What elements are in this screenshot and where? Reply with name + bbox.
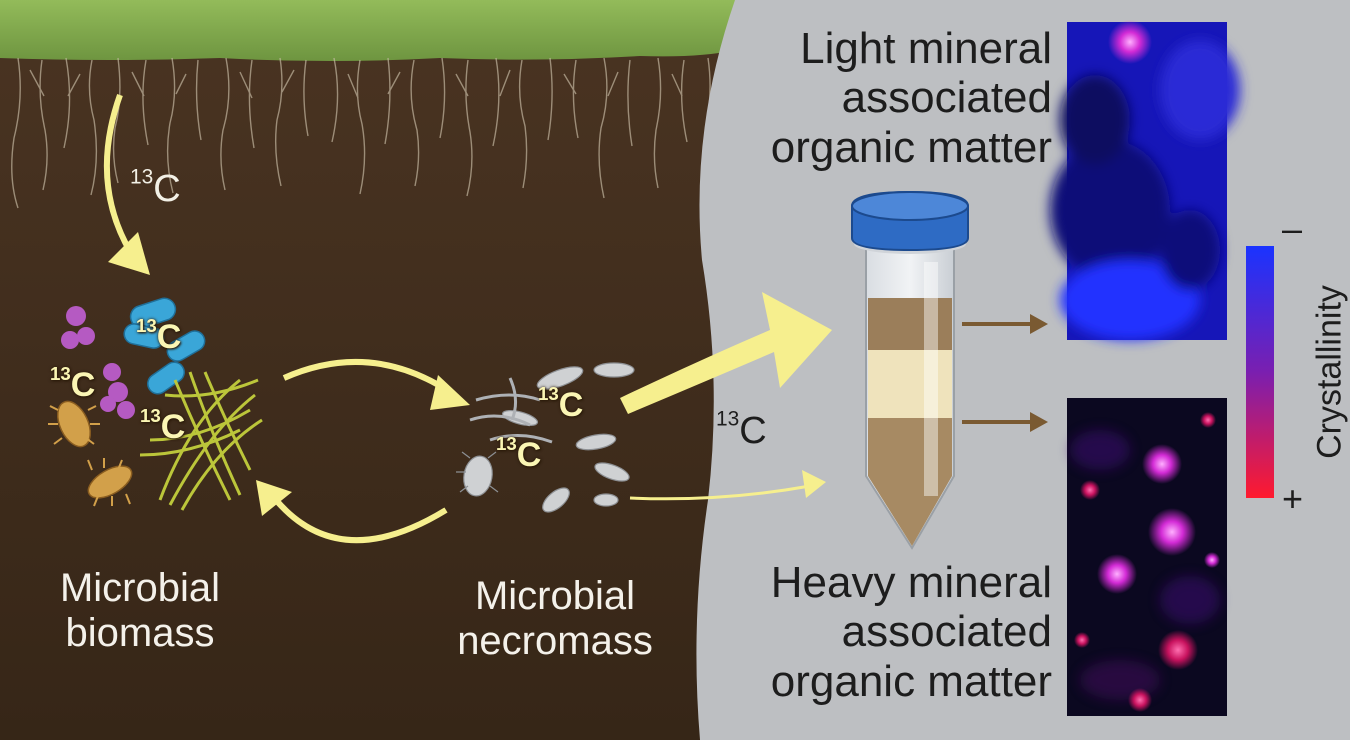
purple-cocci-icon <box>61 306 135 419</box>
cell-debris-icon <box>456 362 635 513</box>
input-arrow-icon <box>103 93 137 260</box>
light-fraction-micrograph <box>1050 20 1240 340</box>
fraction-arrow-icon <box>962 314 1048 432</box>
sorption-arrowhead-icon <box>802 470 826 498</box>
broken-hyphae-icon <box>469 377 553 444</box>
density-solution-layer <box>868 350 952 418</box>
heavy-fraction-micrograph <box>1067 398 1227 716</box>
input-isotope-label: 13C <box>130 165 181 210</box>
biomass-isotope-label-1: 13C <box>136 315 182 356</box>
necromass-isotope-label-2: 13C <box>496 433 542 474</box>
light-fraction-layer <box>868 298 952 350</box>
crystallinity-colorbar <box>1246 246 1274 498</box>
colorbar-max-label: + <box>1282 478 1304 519</box>
biomass-isotope-label-3: 13C <box>140 405 186 446</box>
turnover-arrowhead-icon <box>430 375 470 410</box>
grass-strip <box>0 0 735 61</box>
input-arrowhead-icon <box>108 232 150 275</box>
sorption-arrow-icon <box>629 484 811 501</box>
microbial-biomass-cluster <box>48 297 263 511</box>
turnover-arrow-icon <box>282 358 452 395</box>
colorbar-title: Crystallinity <box>1310 285 1349 459</box>
orange-bacterium-icon <box>48 400 133 507</box>
fungal-hyphae-icon <box>139 371 263 511</box>
root-hair-icon <box>11 57 711 209</box>
blue-rod-icon <box>123 297 206 395</box>
transfer-arrow-icon <box>620 292 832 414</box>
transfer-isotope-label: 13C <box>716 407 767 452</box>
recycle-arrowhead-icon <box>256 480 292 516</box>
centrifuge-tube-icon <box>851 190 969 550</box>
biomass-isotope-label-2: 13C <box>50 363 96 404</box>
heavy-fraction-layer <box>868 418 952 546</box>
colorbar-min-label: – <box>1282 208 1303 249</box>
necromass-isotope-label-1: 13C <box>538 383 584 424</box>
recycle-arrow-icon <box>273 498 448 544</box>
